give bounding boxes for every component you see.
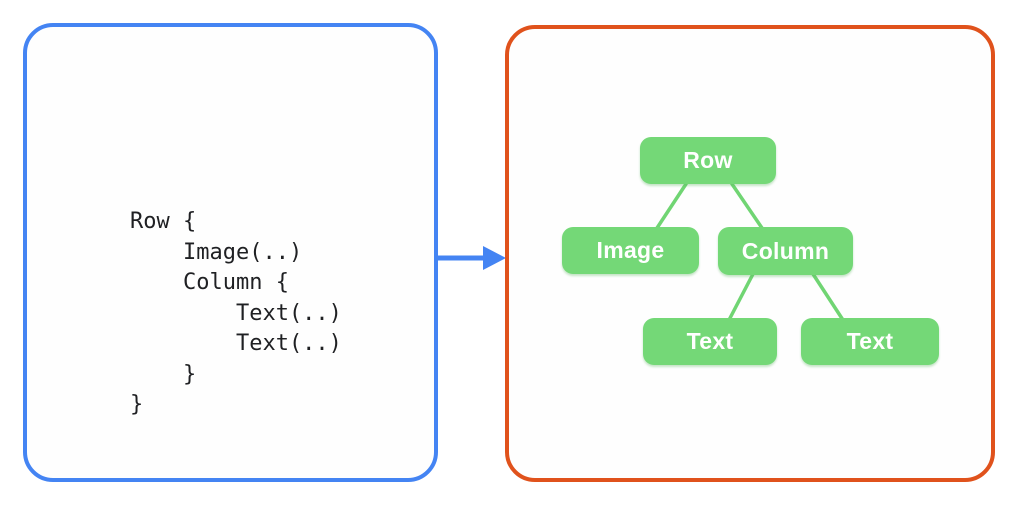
tree-node-text-right: Text: [801, 318, 939, 365]
tree-node-text-left: Text: [643, 318, 777, 365]
tree-node-row: Row: [640, 137, 776, 184]
arrow-right-icon: [435, 246, 506, 270]
tree-node-image: Image: [562, 227, 699, 274]
code-panel: Row { Image(..) Column { Text(..) Text(.…: [23, 23, 438, 482]
code-snippet: Row { Image(..) Column { Text(..) Text(.…: [130, 209, 342, 417]
tree-node-column: Column: [718, 227, 853, 275]
